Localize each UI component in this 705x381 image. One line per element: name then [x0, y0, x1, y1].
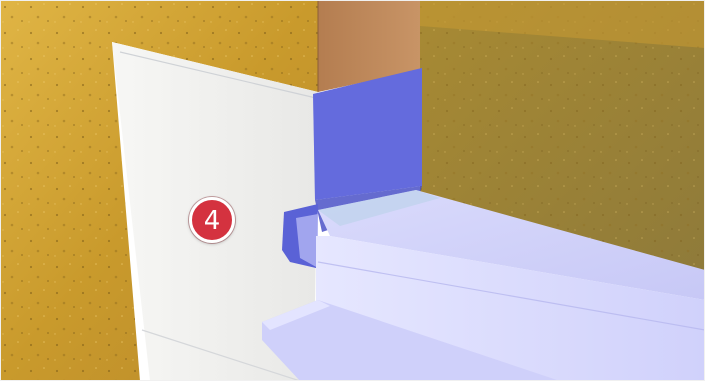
- step-number-badge: 4: [189, 197, 235, 243]
- step-number-text: 4: [204, 208, 221, 234]
